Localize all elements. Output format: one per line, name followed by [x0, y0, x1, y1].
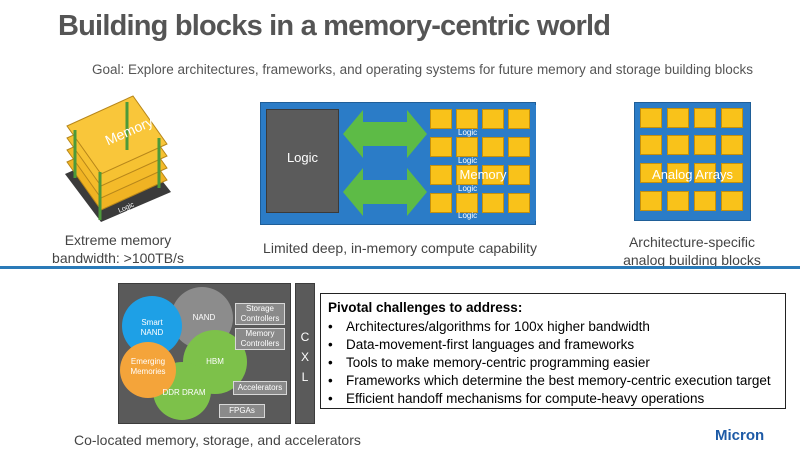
accelerators-box: Accelerators: [233, 381, 287, 395]
cxl-letter-c: C: [300, 330, 310, 344]
challenge-text: Architectures/algorithms for 100x higher…: [346, 319, 650, 334]
fpgas-box: FPGAs: [219, 404, 265, 418]
storage-controllers-box: Storage Controllers: [235, 303, 285, 325]
compute-memory-array: Logic Logic Logic Logic: [428, 105, 536, 221]
colocated-caption: Co-located memory, storage, and accelera…: [74, 432, 361, 448]
storage-controllers-label-2: Controllers: [240, 314, 280, 323]
challenges-box: [320, 293, 786, 409]
ddr-dram-label: DDR DRAM: [162, 388, 206, 397]
challenges-heading: Pivotal challenges to address:: [328, 300, 523, 315]
compute-logic-box: [266, 109, 339, 213]
memory-controllers-label-2: Controllers: [240, 339, 280, 348]
colocated-diagram: Smart NAND NAND Emerging Memories HBM DD…: [118, 283, 291, 424]
analog-caption-line1: Architecture-specific: [628, 234, 756, 250]
bullet: •: [328, 319, 333, 334]
bullet: •: [328, 355, 333, 370]
cell-logic-label: Logic: [458, 128, 478, 137]
nand-label: NAND: [192, 313, 216, 322]
analog-arrays-block: [634, 102, 751, 221]
section-divider: [0, 266, 800, 269]
bullet: •: [328, 337, 333, 352]
smart-nand-label-2: NAND: [140, 328, 164, 337]
memory-controllers-label-1: Memory: [245, 329, 275, 338]
micron-logo: Micron: [715, 427, 765, 444]
compute-logic-label: Logic: [286, 150, 319, 165]
hbm-label: HBM: [206, 357, 224, 366]
stack-caption-line1: Extreme memory: [64, 232, 172, 248]
emerging-memories-circle: [120, 342, 176, 398]
memory-stack-illustration: Memory Logic: [65, 95, 171, 222]
smart-nand-label-1: Smart: [141, 318, 163, 327]
challenge-item: • Efficient handoff mechanisms for comput…: [328, 391, 704, 406]
cxl-letter-x: X: [300, 350, 309, 364]
cxl-bar: [295, 283, 315, 424]
cxl-letter-l: L: [301, 370, 309, 384]
emerging-label-2: Memories: [130, 367, 166, 376]
challenge-item: • Tools to make memory-centric programmin…: [328, 355, 650, 370]
bullet: •: [328, 391, 333, 406]
cell-logic-label: Logic: [458, 184, 478, 193]
compute-caption: Limited deep, in-memory compute capabili…: [263, 240, 537, 256]
goal-text: Goal: Explore architectures, frameworks,…: [92, 62, 754, 77]
slide-title: Building blocks in a memory-centric worl…: [58, 10, 611, 42]
analog-arrays-label: Analog Arrays: [652, 167, 733, 182]
cell-logic-label: Logic: [458, 156, 478, 165]
analog-caption-line2: analog building blocks: [623, 252, 761, 268]
emerging-label-1: Emerging: [130, 357, 166, 366]
memory-controllers-box: Memory Controllers: [235, 328, 285, 350]
challenge-text: Frameworks which determine the best memo…: [346, 373, 771, 388]
stack-caption-line2: bandwidth: >100TB/s: [52, 250, 184, 266]
challenge-item: • Frameworks which determine the best mem…: [328, 373, 771, 388]
challenge-text: Efficient handoff mechanisms for compute…: [346, 391, 705, 406]
challenge-item: • Architectures/algorithms for 100x highe…: [328, 319, 650, 334]
bidirectional-arrows-icon: [343, 110, 427, 216]
bullet: •: [328, 373, 333, 388]
compute-memory-label: Memory: [459, 167, 507, 182]
cell-logic-label: Logic: [458, 211, 478, 220]
challenge-text: Data-movement-first languages and framew…: [346, 337, 635, 352]
challenge-item: • Data-movement-first languages and frame…: [328, 337, 634, 352]
storage-controllers-label-1: Storage: [245, 304, 275, 313]
challenge-text: Tools to make memory-centric programming…: [346, 355, 650, 370]
